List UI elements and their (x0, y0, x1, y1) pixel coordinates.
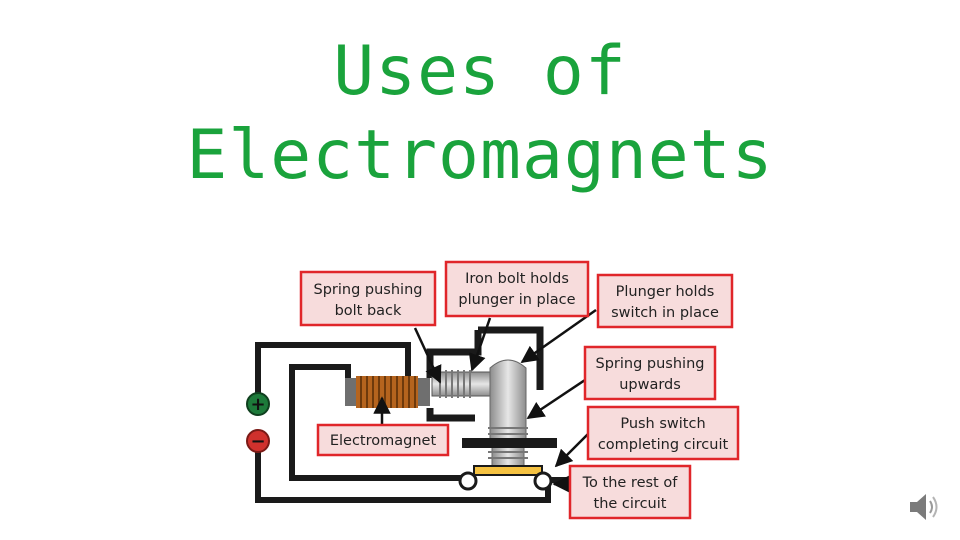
label-electromagnet-text: Electromagnet (330, 433, 437, 449)
circuit-wires (255, 342, 578, 503)
label-rest-circuit-line-2: the circuit (594, 496, 667, 512)
base-plate (462, 438, 557, 448)
pointer-arrows (373, 308, 597, 493)
page-title-line-2: Electromagnets (186, 116, 774, 195)
negative-terminal: − (246, 429, 270, 453)
plunger (488, 359, 528, 471)
wire-negative-bottom (255, 449, 469, 503)
switch-terminal-right (533, 471, 553, 491)
label-rest-circuit-line-1: To the rest of (582, 475, 679, 491)
speaker-icon[interactable] (908, 490, 944, 524)
electromagnet (345, 376, 430, 408)
label-spring-up: Spring pushing upwards (583, 345, 717, 401)
negative-terminal-symbol: − (250, 431, 265, 452)
label-push-switch-line-1: Push switch (620, 416, 705, 432)
positive-terminal-symbol: + (250, 394, 265, 415)
bolt-spring (439, 370, 471, 398)
label-push-switch-line-2: completing circuit (598, 437, 729, 453)
label-spring-bolt-line-1: Spring pushing (314, 282, 423, 298)
label-spring-bolt-line-2: bolt back (335, 303, 402, 319)
label-iron-bolt-line-1: Iron bolt holds (465, 271, 569, 287)
label-plunger: Plunger holds switch in place (596, 273, 734, 329)
label-spring-bolt: Spring pushing bolt back (299, 270, 437, 327)
wire-coil-left (289, 364, 351, 481)
label-spring-up-line-1: Spring pushing (596, 356, 705, 372)
switch-contact (473, 465, 543, 476)
label-spring-up-line-2: upwards (619, 377, 681, 393)
label-rest-circuit: To the rest of the circuit (568, 464, 692, 520)
label-iron-bolt-line-2: plunger in place (458, 292, 575, 308)
label-iron-bolt: Iron bolt holds plunger in place (444, 260, 590, 318)
label-electromagnet: Electromagnet (316, 423, 450, 457)
label-plunger-line-2: switch in place (611, 305, 719, 321)
label-push-switch: Push switch completing circuit (586, 405, 740, 461)
switch-terminal-left (458, 471, 478, 491)
wire-positive-top (255, 342, 411, 399)
label-plunger-line-1: Plunger holds (616, 284, 715, 300)
page-title-line-1: Uses of (333, 32, 627, 111)
positive-terminal: + (246, 392, 270, 416)
